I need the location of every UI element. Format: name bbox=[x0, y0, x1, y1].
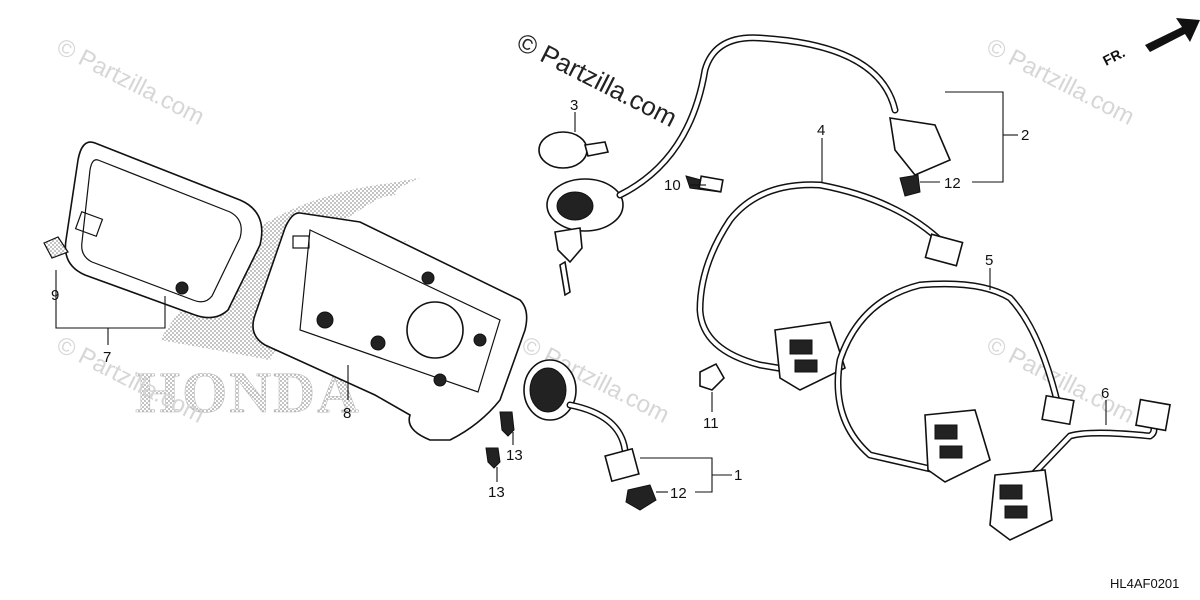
callout-labels: 1 2 3 4 5 6 7 8 9 10 11 12 12 13 13 bbox=[51, 97, 1109, 502]
callout-6: 6 bbox=[1101, 385, 1109, 402]
callout-12-top: 12 bbox=[944, 175, 961, 192]
part-wire-harness-6 bbox=[989, 398, 1171, 541]
callout-7: 7 bbox=[103, 349, 111, 366]
part-meter-assembly bbox=[64, 141, 263, 319]
part-clip bbox=[699, 362, 725, 391]
callout-13-upper: 13 bbox=[506, 447, 523, 464]
leader-lines bbox=[55, 91, 1107, 493]
callout-8: 8 bbox=[343, 405, 351, 422]
callout-2: 2 bbox=[1021, 127, 1029, 144]
part-key-switch bbox=[538, 34, 899, 297]
callout-10: 10 bbox=[664, 177, 681, 194]
part-meter-bracket bbox=[252, 212, 528, 441]
callout-5: 5 bbox=[985, 252, 993, 269]
part-wire-harness-5 bbox=[834, 280, 1075, 483]
part-socket-harness bbox=[523, 359, 657, 511]
front-direction-indicator: FR. bbox=[1100, 18, 1200, 69]
callout-3: 3 bbox=[570, 97, 578, 114]
callout-4: 4 bbox=[817, 122, 825, 139]
diagram-code: HL4AF0201 bbox=[1110, 576, 1179, 591]
callout-1: 1 bbox=[734, 467, 742, 484]
callout-9: 9 bbox=[51, 287, 59, 304]
part-screws bbox=[485, 411, 515, 469]
watermark-main: © Partzilla.com bbox=[512, 27, 682, 133]
part-wire-harness-4 bbox=[696, 181, 964, 391]
honda-brand-mark: HONDA bbox=[135, 360, 361, 425]
part-switch-connector bbox=[889, 117, 952, 197]
part-label-sticker bbox=[43, 236, 69, 259]
callout-13-lower: 13 bbox=[488, 484, 505, 501]
front-arrow-icon bbox=[1145, 18, 1200, 52]
callout-12-bottom: 12 bbox=[670, 485, 687, 502]
watermark-top-left: © Partzilla.com bbox=[52, 33, 208, 130]
callout-11: 11 bbox=[703, 415, 719, 432]
front-label: FR. bbox=[1100, 44, 1127, 68]
part-sensor bbox=[685, 175, 724, 193]
